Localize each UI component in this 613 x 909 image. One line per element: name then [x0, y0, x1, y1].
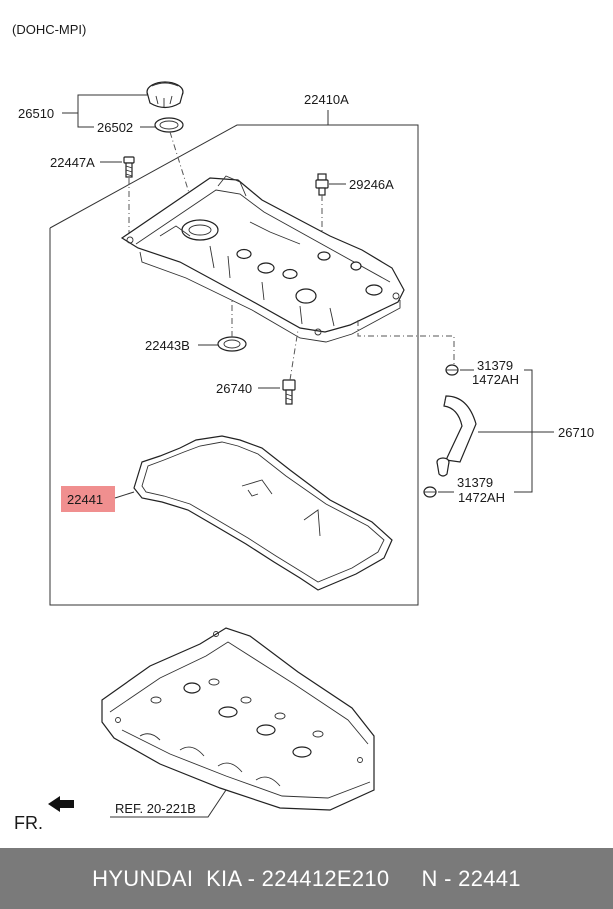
- leader-26510-a: [62, 94, 148, 114]
- front-arrow-icon: [48, 796, 74, 812]
- parts-diagram: (DOHC-MPI) 22410A 26510 26502 22447A 292…: [12, 22, 594, 833]
- oil-seal-icon: [217, 336, 247, 352]
- oil-filler-cap-icon: [146, 81, 184, 109]
- cover-bolt-icon: [123, 156, 135, 178]
- label-26510: 26510: [18, 106, 54, 121]
- bracket-26710: [514, 369, 533, 493]
- leader-ref: [110, 789, 227, 818]
- hose-clamp-bottom-icon: [423, 486, 437, 498]
- leader-26510-b: [77, 113, 94, 128]
- label-1472AH-bottom: 1472AH: [458, 490, 505, 505]
- rocker-cover-gasket-icon: [133, 435, 393, 591]
- label-22441: 22441: [67, 492, 103, 507]
- label-22447A: 22447A: [50, 155, 95, 170]
- sensor-26740-icon: [282, 379, 296, 405]
- label-29246A: 29246A: [349, 177, 394, 192]
- cylinder-head-icon: [101, 627, 375, 811]
- label-31379-bottom: 31379: [457, 475, 493, 490]
- ref-label: REF. 20-221B: [115, 801, 196, 816]
- leader-22441: [114, 491, 135, 499]
- cap-gasket-icon: [154, 117, 184, 133]
- label-26740: 26740: [216, 381, 252, 396]
- dashline-hose-top: [357, 320, 455, 366]
- label-22410A: 22410A: [304, 92, 349, 107]
- dashline-sensor: [289, 329, 299, 381]
- rocker-cover-icon: [120, 175, 405, 343]
- breather-hose-icon: [436, 395, 477, 477]
- pcv-valve-icon: [315, 173, 329, 196]
- label-26710: 26710: [558, 425, 594, 440]
- hose-clamp-top-icon: [445, 364, 459, 376]
- group-box-outline: [49, 124, 419, 606]
- label-22443B: 22443B: [145, 338, 190, 353]
- label-31379-top: 31379: [477, 358, 513, 373]
- part-number-footer: HYUNDAI KIA - 224412E210 N - 22441: [0, 848, 613, 909]
- highlight-22441: [61, 486, 115, 512]
- engine-type-label: (DOHC-MPI): [12, 22, 86, 37]
- front-label: FR.: [14, 813, 43, 833]
- label-26502: 26502: [97, 120, 133, 135]
- label-1472AH-top: 1472AH: [472, 372, 519, 387]
